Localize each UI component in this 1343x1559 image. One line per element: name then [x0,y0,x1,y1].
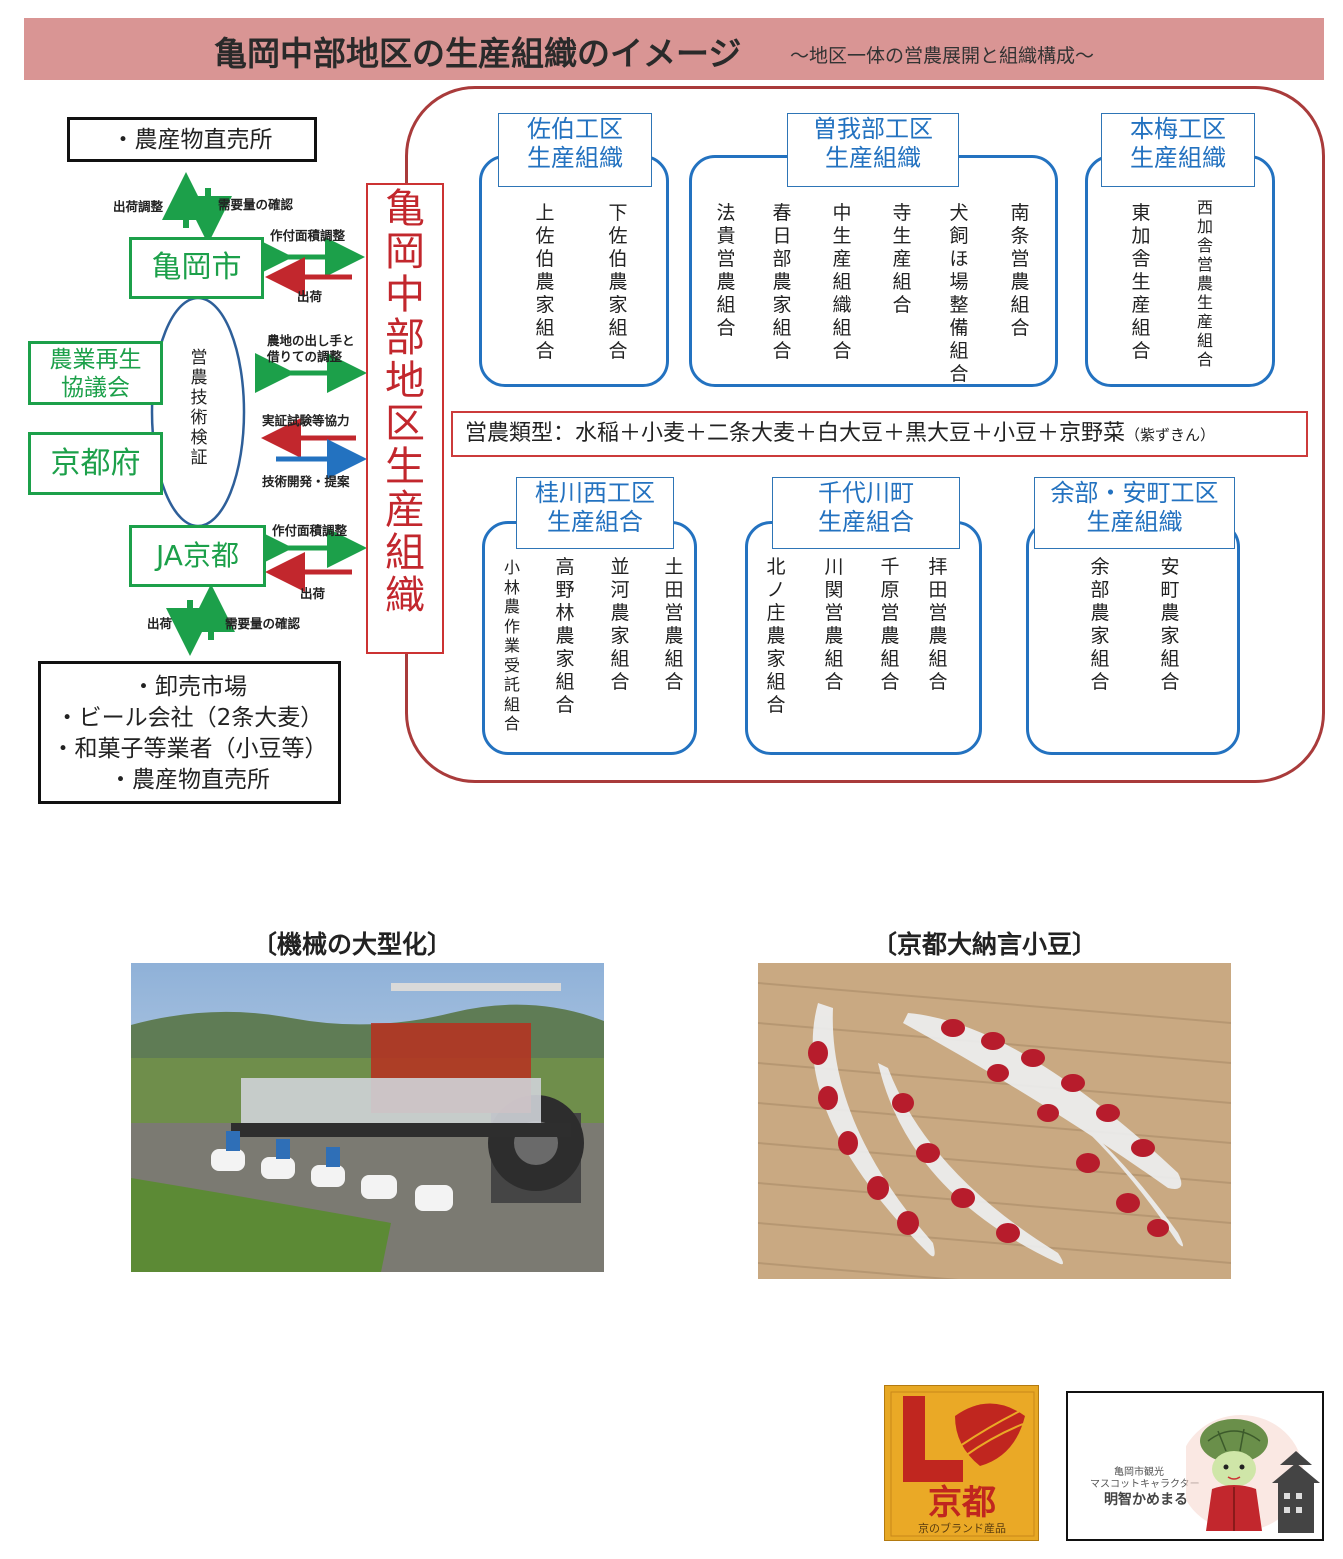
member-org: 拝田営農組合 [928,556,948,693]
group-sogabe [689,155,1058,387]
member-org: 南条営農組合 [1010,202,1030,339]
member-org: 寺生産組合 [892,202,912,316]
beans-photo-caption: 〔京都大納言小豆〕 [872,930,1098,959]
member-org: 法貴営農組合 [716,202,736,339]
kameoka-city-box: 亀岡市 [129,237,264,299]
ja-kyoto-box: JA京都 [129,525,266,587]
tractor-photo [131,963,604,1272]
label-acreage-adjust: 作付面積調整 [270,228,346,243]
group-label-line: 生産組合 [818,508,914,536]
group-label-line: 生産組織 [527,144,623,172]
group-label-sogabe: 曽我部工区 生産組織 [787,113,959,187]
buyer-item: ・和菓子等業者（小豆等） [51,736,328,762]
group-label-chiyokawa: 千代川町 生産組合 [772,477,960,549]
member-org: 余部農家組合 [1090,556,1110,693]
member-org: 西加舎営農生産組合 [1196,198,1213,369]
label-shipment: 出荷 [297,289,323,304]
buyers-box: ・卸売市場 ・ビール会社（2条大麦） ・和菓子等業者（小豆等） ・農産物直売所 [38,661,341,804]
group-label-katsuragawa: 桂川西工区 生産組合 [516,477,674,549]
direct-sales-box: ・農産物直売所 [67,117,317,162]
mascot-illustration [1186,1415,1320,1533]
member-org: 春日部農家組合 [772,202,792,362]
member-org: 下佐伯農家組合 [608,202,628,362]
group-label-line: 余部・安町工区 [1050,479,1219,507]
group-label-line: 曽我部工区 [813,115,933,143]
group-label-line: 生産組織 [825,144,921,172]
label-demand-check-2: 需要量の確認 [225,616,301,631]
kyoto-prefecture-box: 京都府 [28,432,163,495]
member-org: 安町農家組合 [1160,556,1180,693]
azuki-beans-photo [758,963,1231,1279]
brand-logo-subtext: 京のブランド産品 [918,1521,1006,1535]
farm-type-note: （紫ずきん） [1125,426,1216,444]
group-label-line: 本梅工区 [1130,115,1226,143]
member-org: 犬飼ほ場整備組合 [949,202,969,385]
member-org: 千原営農組合 [880,556,900,693]
tech-verification-label: 営農技術検証 [190,348,208,468]
label-shipment-2: 出荷 [300,586,326,601]
farm-type-text: 営農類型：水稲＋小麦＋二条大麦＋白大豆＋黒大豆＋小豆＋京野菜 [465,421,1126,446]
title-band [24,18,1324,80]
label-demand-check: 需要量の確認 [218,197,294,212]
group-label-line: 生産組織 [1130,144,1226,172]
buyer-item: ・ビール会社（2条大麦） [55,705,324,731]
label-acreage-adjust-2: 作付面積調整 [272,523,348,538]
agri-council-box: 農業再生 協議会 [28,341,163,405]
council-line-1: 農業再生 [49,347,142,373]
member-org: 並河農家組合 [610,556,630,693]
group-label-honme: 本梅工区 生産組織 [1101,113,1255,187]
farm-type-band: 営農類型：水稲＋小麦＋二条大麦＋白大豆＋黒大豆＋小豆＋京野菜（紫ずきん） [451,411,1308,457]
group-label-amarube: 余部・安町工区 生産組織 [1034,477,1235,549]
kyoto-brand-logo: 京都 京のブランド産品 [884,1385,1039,1541]
group-saeki [479,155,669,387]
group-label-line: 千代川町 [818,479,914,507]
connector-layer [150,172,367,656]
group-label-line: 佐伯工区 [527,115,623,143]
tractor-photo-caption: 〔機械の大型化〕 [252,930,453,959]
mascot-caption-line: 亀岡市観光 [1114,1467,1164,1478]
member-org: 高野林農家組合 [555,556,575,716]
member-org: 小林農作業受託組合 [503,558,520,733]
buyer-item: ・卸売市場 [132,674,247,700]
label-land-adjust-1: 農地の出し手と [267,333,355,348]
mascot-box: 亀岡市観光 マスコットキャラクター 明智かめまる [1066,1391,1324,1541]
group-amarube [1026,521,1240,755]
council-line-2: 協議会 [61,375,130,401]
label-shipping-adjust: 出荷調整 [113,199,164,214]
member-org: 東加舎生産組合 [1131,202,1151,362]
member-org: 川関営農組合 [824,556,844,693]
label-tech-dev: 技術開発・提案 [262,474,350,489]
page-subtitle: ～地区一体の営農展開と組織構成～ [790,45,1095,67]
member-org: 中生産組織組合 [832,202,852,362]
member-org: 上佐伯農家組合 [535,202,555,362]
label-demo-test: 実証試験等協力 [262,413,350,428]
mascot-name: 明智かめまる [1104,1492,1188,1508]
group-label-line: 生産組合 [547,508,643,536]
group-label-line: 生産組織 [1086,508,1183,536]
label-shipment-3: 出荷 [147,616,173,631]
group-honme [1085,155,1275,387]
district-production-org-label: 亀岡中部地区生産組織 [366,183,444,654]
buyer-item: ・農産物直売所 [109,767,270,793]
member-org: 土田営農組合 [664,556,684,693]
group-label-line: 桂川西工区 [535,479,655,507]
page-title: 亀岡中部地区の生産組織のイメージ [214,34,742,73]
brand-logo-text: 京都 [928,1484,996,1522]
group-label-saeki: 佐伯工区 生産組織 [498,113,652,187]
mascot-caption-line: マスコットキャラクター [1090,1479,1200,1490]
member-org: 北ノ庄農家組合 [766,556,786,716]
label-land-adjust-2: 借りての調整 [267,349,343,364]
